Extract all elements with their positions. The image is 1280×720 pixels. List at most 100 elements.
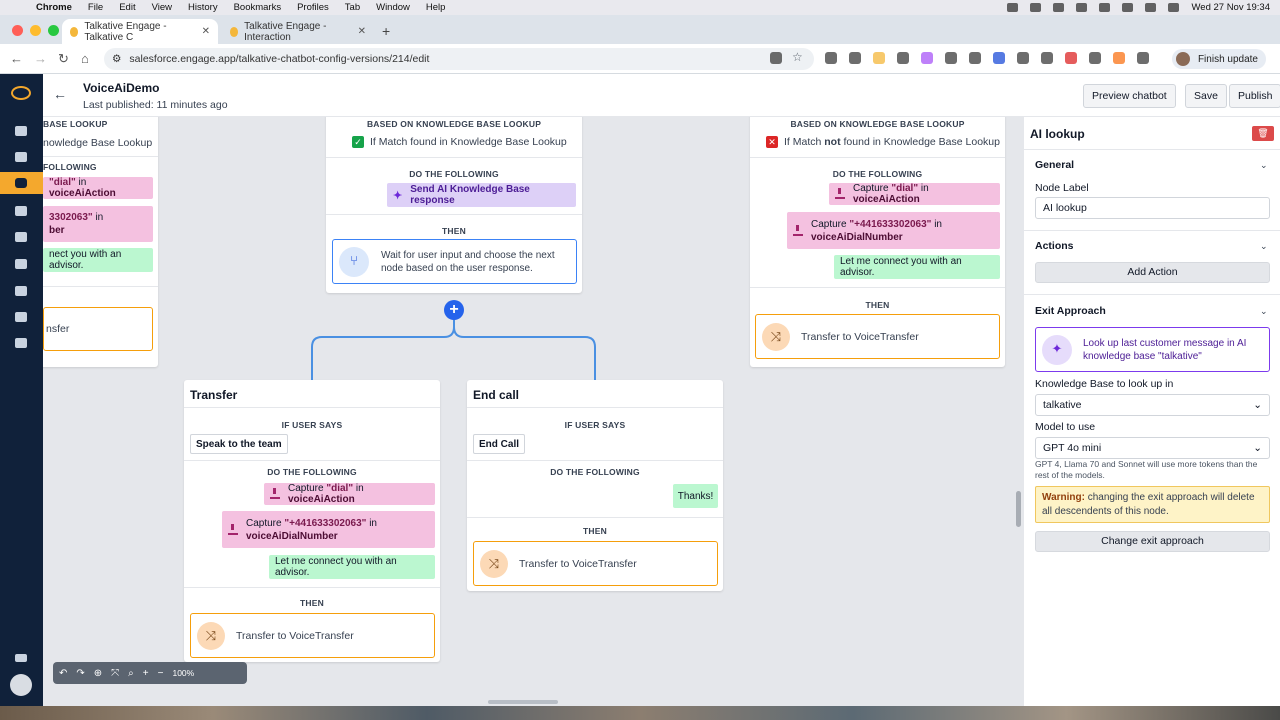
status-display-icon[interactable] [1076, 3, 1088, 12]
extension-icon[interactable] [1065, 52, 1077, 64]
say-message[interactable]: Let me connect you with an advisor. [834, 255, 1000, 279]
capture-action[interactable]: "dial" in voiceAiAction [43, 177, 153, 199]
status-user-icon[interactable] [1053, 3, 1065, 12]
extension-icon[interactable] [1041, 52, 1053, 64]
back-arrow-icon[interactable]: ← [53, 86, 67, 102]
menu-view[interactable]: View [151, 2, 173, 13]
section-actions[interactable]: Actions [1035, 240, 1074, 252]
section-general[interactable]: General [1035, 159, 1075, 171]
maximize-window-icon[interactable] [48, 25, 59, 36]
browser-tab-active[interactable]: Talkative Engage - Talkative C ✕ [62, 19, 218, 44]
extension-icon[interactable] [945, 52, 957, 64]
menu-help[interactable]: Help [425, 2, 446, 13]
forward-arrow-icon[interactable]: → [34, 51, 47, 66]
home-icon[interactable] [15, 126, 27, 136]
send-kb-response-action[interactable]: ✦ Send AI Knowledge Base response [387, 183, 576, 207]
extension-icon[interactable] [897, 52, 909, 64]
finish-update-button[interactable]: Finish update [1171, 49, 1266, 69]
back-arrow-icon[interactable]: ← [10, 51, 23, 66]
save-button[interactable]: Save [1185, 84, 1227, 108]
say-message[interactable]: Thanks! [673, 484, 718, 508]
undo-icon[interactable]: ↶ [59, 667, 68, 679]
capture-action[interactable]: Capture "dial" in voiceAiAction [829, 183, 1000, 205]
extension-icon[interactable] [1017, 52, 1029, 64]
flow-node-ai-lookup-found[interactable]: BASED ON KNOWLEDGE BASE LOOKUP ✓ If Matc… [326, 117, 582, 293]
menu-file[interactable]: File [87, 2, 104, 13]
user-avatar[interactable] [10, 674, 32, 696]
menu-bookmarks[interactable]: Bookmarks [233, 2, 282, 13]
bookmark-star-icon[interactable]: ☆ [792, 50, 803, 64]
menu-datetime[interactable]: Wed 27 Nov 19:34 [1191, 2, 1270, 13]
address-bar[interactable]: ⚙ salesforce.engage.app/talkative-chatbo… [104, 48, 814, 70]
flow-canvas[interactable]: BASE LOOKUP nowledge Base Lookup FOLLOWI… [43, 117, 1023, 706]
status-battery-icon[interactable] [1122, 3, 1134, 12]
capture-action[interactable]: Capture "dial" in voiceAiAction [264, 483, 435, 505]
delete-trash-icon[interactable]: 🗑 [1252, 126, 1274, 141]
talkative-logo[interactable] [11, 86, 31, 100]
list-icon[interactable] [15, 286, 27, 296]
zoom-out-icon[interactable]: − [157, 667, 164, 679]
preview-chatbot-button[interactable]: Preview chatbot [1083, 84, 1176, 108]
zoom-in-icon[interactable]: + [142, 667, 149, 679]
install-app-icon[interactable] [770, 52, 782, 64]
settings-sliders-icon[interactable] [15, 338, 27, 348]
browser-tab[interactable]: Talkative Engage - Interaction ✕ [222, 19, 374, 44]
say-message[interactable]: Let me connect you with an advisor. [269, 555, 435, 579]
menu-collapse-icon[interactable] [15, 654, 27, 662]
new-tab-icon[interactable]: + [382, 23, 391, 39]
extension-icon[interactable] [1089, 52, 1101, 64]
add-action-button[interactable]: Add Action [1035, 262, 1270, 283]
knowledge-base-select[interactable]: talkative ⌄ [1035, 394, 1270, 416]
widgets-icon[interactable] [15, 232, 27, 242]
inbox-icon[interactable] [15, 152, 27, 162]
wait-for-input-action[interactable]: ⑂ Wait for user input and choose the nex… [332, 239, 577, 284]
chat-icon[interactable] [15, 312, 27, 322]
say-message[interactable]: nect you with an advisor. [43, 248, 153, 272]
model-select[interactable]: GPT 4o mini ⌄ [1035, 437, 1270, 459]
analytics-icon[interactable] [15, 259, 27, 269]
extension-icon[interactable] [849, 52, 861, 64]
search-icon[interactable]: ⌕ [128, 667, 134, 679]
chevron-down-icon[interactable]: ⌄ [1260, 160, 1268, 170]
profile-avatar[interactable] [1175, 52, 1190, 66]
menu-profiles[interactable]: Profiles [297, 2, 329, 13]
node-label-input[interactable]: AI lookup [1035, 197, 1270, 219]
menu-edit[interactable]: Edit [119, 2, 136, 13]
menu-window[interactable]: Window [376, 2, 410, 13]
chevron-down-icon[interactable]: ⌄ [1260, 241, 1268, 251]
extension-icon[interactable] [873, 52, 885, 64]
extension-icon[interactable] [993, 52, 1005, 64]
transfer-action[interactable]: ⤨ Transfer to VoiceTransfer [190, 613, 435, 658]
chatbot-icon[interactable] [0, 172, 43, 194]
home-icon[interactable]: ⌂ [81, 51, 89, 66]
status-record-icon[interactable] [1007, 3, 1019, 12]
extension-icon[interactable] [1113, 52, 1125, 64]
extension-icon[interactable] [921, 52, 933, 64]
status-search-icon[interactable] [1145, 3, 1157, 12]
flow-node-end-call[interactable]: End call IF USER SAYS End Call DO THE FO… [467, 380, 723, 591]
close-window-icon[interactable] [12, 25, 23, 36]
horizontal-scrollbar[interactable] [488, 700, 558, 704]
section-exit-approach[interactable]: Exit Approach [1035, 305, 1106, 317]
transfer-action[interactable]: ⤨ Transfer to VoiceTransfer [755, 314, 1000, 359]
chevron-down-icon[interactable]: ⌄ [1260, 306, 1268, 316]
site-info-icon[interactable]: ⚙ [112, 53, 122, 65]
user-says-chip[interactable]: End Call [473, 434, 526, 454]
change-exit-approach-button[interactable]: Change exit approach [1035, 531, 1270, 552]
flow-node-partial-left[interactable]: BASE LOOKUP nowledge Base Lookup FOLLOWI… [43, 117, 158, 367]
extension-icon[interactable] [825, 52, 837, 64]
center-target-icon[interactable]: ⊕ [93, 667, 103, 679]
status-wifi-icon[interactable] [1168, 3, 1180, 12]
menu-app-name[interactable]: Chrome [36, 2, 72, 13]
vertical-scrollbar[interactable] [1016, 491, 1021, 527]
reload-icon[interactable]: ↻ [58, 51, 69, 66]
extension-icon[interactable] [969, 52, 981, 64]
extensions-puzzle-icon[interactable] [1137, 52, 1149, 64]
menu-tab[interactable]: Tab [344, 2, 361, 13]
fit-view-icon[interactable]: ⤧ [111, 667, 120, 679]
status-cloud-icon[interactable] [1030, 3, 1042, 12]
publish-button[interactable]: Publish [1229, 84, 1280, 108]
flow-node-ai-lookup-not-found[interactable]: BASED ON KNOWLEDGE BASE LOOKUP ✕ If Matc… [750, 117, 1005, 367]
